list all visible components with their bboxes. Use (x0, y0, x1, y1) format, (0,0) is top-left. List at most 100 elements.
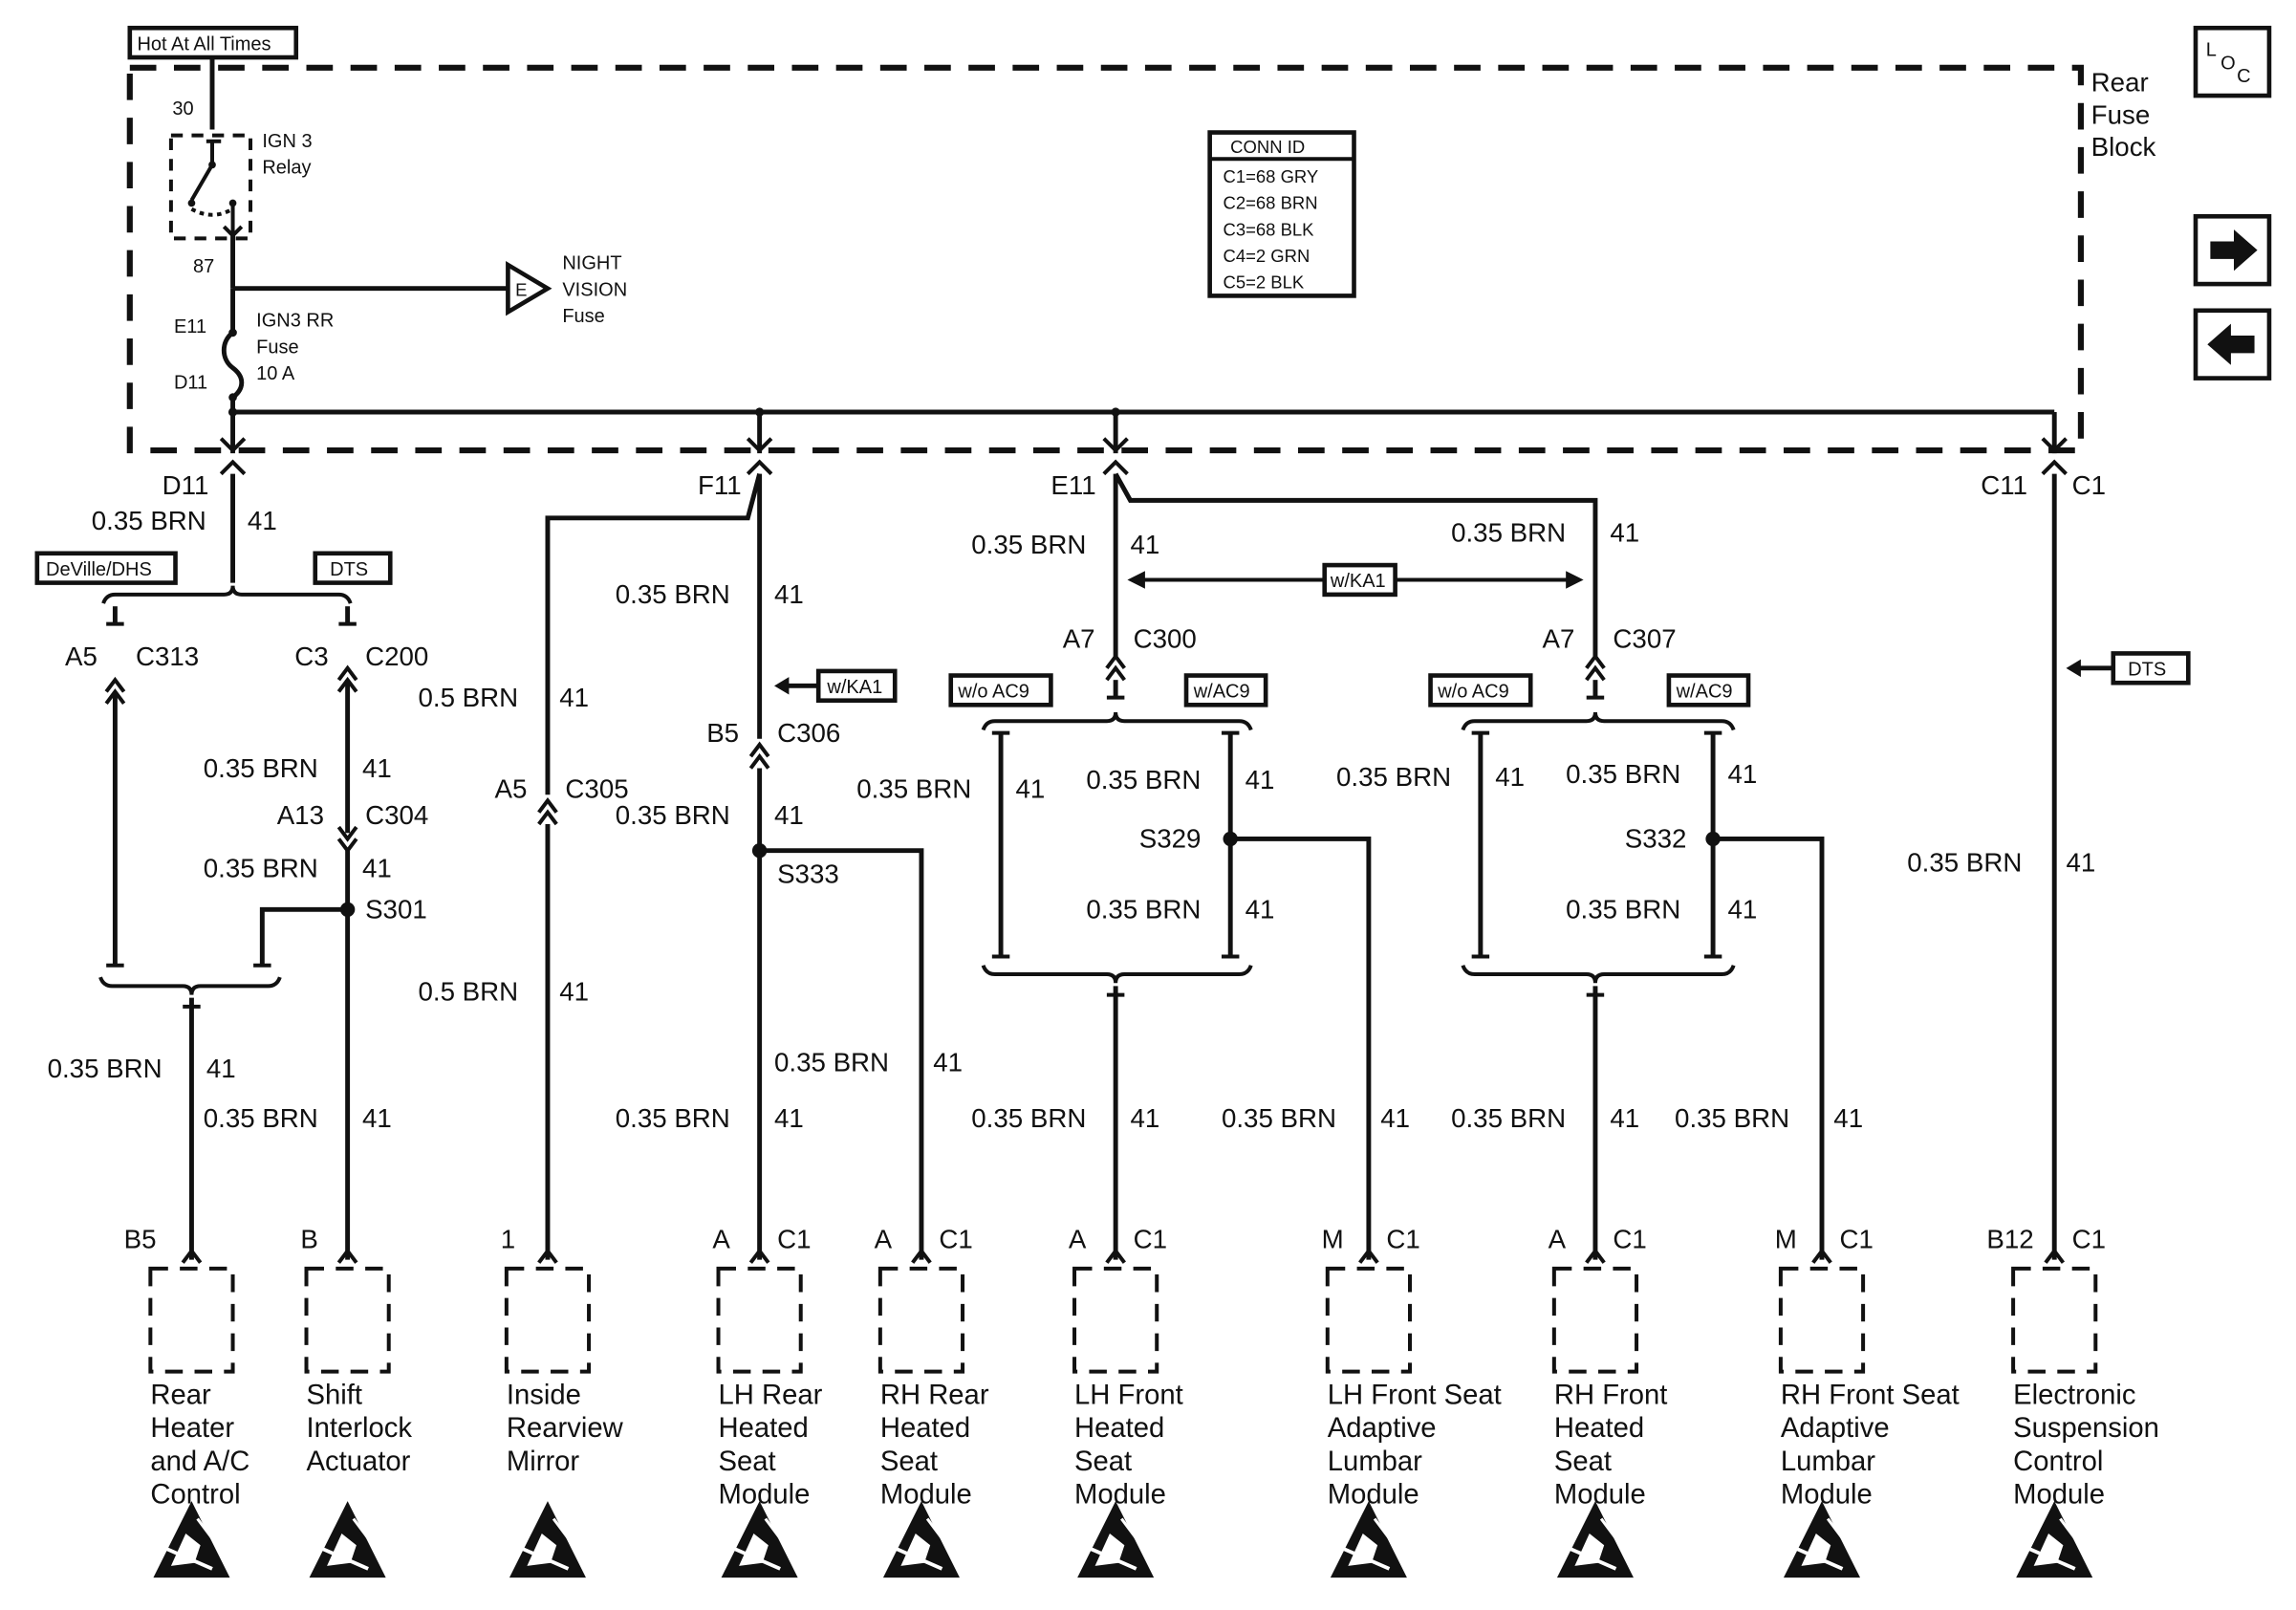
conn-c300: C300 (1134, 623, 1197, 653)
svg-text:w/AC9: w/AC9 (1676, 682, 1733, 703)
night-vision-label-2: VISION (562, 279, 627, 300)
module-pin: B12 (1986, 1224, 2033, 1253)
circuit-label: 41 (774, 1103, 804, 1133)
module-label-line: Lumbar (1781, 1447, 1875, 1477)
module-pin: A (1549, 1224, 1567, 1253)
module-label-line: Heated (880, 1413, 970, 1444)
svg-text:w/o AC9: w/o AC9 (957, 682, 1029, 703)
module-conn: C1 (2072, 1224, 2106, 1253)
module-pin: A (1069, 1224, 1087, 1253)
svg-text:w/o AC9: w/o AC9 (1437, 682, 1508, 703)
output-d11: D11 (162, 470, 209, 500)
deville-option-box: DeVille/DHS (34, 551, 178, 585)
circuit-label: 41 (362, 1103, 392, 1133)
module-label-line: Interlock (307, 1413, 413, 1444)
ign3-relay: 30 IGN 3 Relay 87 (168, 57, 313, 289)
arrow-right-icon[interactable] (2193, 213, 2272, 287)
conn-id-row: C5=2 BLK (1224, 272, 1305, 293)
module-box (1325, 1266, 1412, 1374)
esd-warning-icon (153, 1501, 230, 1578)
module-label-line: Module (1074, 1479, 1166, 1510)
module-label-line: LH Rear (719, 1380, 823, 1410)
wire-label: 0.35 BRN (204, 853, 318, 882)
circuit-label: 41 (774, 800, 804, 830)
circuit-label: 41 (1131, 1103, 1160, 1133)
module-label-line: Lumbar (1328, 1447, 1422, 1477)
svg-text:O: O (2220, 53, 2236, 74)
splice-s329: S329 (1139, 824, 1202, 854)
circuit-label: 41 (559, 977, 589, 1007)
conn-a5-mirror: A5 (495, 773, 528, 803)
woac9-box-right: w/o AC9 (1428, 673, 1533, 707)
esd-warning-icon (1330, 1501, 1407, 1578)
module-label-line: and A/C (150, 1447, 249, 1477)
fuse-block-bus (219, 407, 2068, 476)
woac9-box-left: w/o AC9 (948, 673, 1053, 707)
circuit-label: 41 (1380, 1103, 1410, 1133)
wire-label: 0.35 BRN (1086, 895, 1201, 925)
module-label-line: Module (2013, 1479, 2105, 1510)
circuit-label: 41 (1015, 773, 1045, 803)
svg-text:L: L (2206, 39, 2217, 60)
conn-b5: B5 (706, 718, 739, 748)
module-label-line: RH Front Seat (1781, 1380, 1960, 1410)
circuit-label: 41 (774, 579, 804, 609)
night-vision-branch: E NIGHT VISION Fuse (232, 253, 627, 327)
module-label-line: Seat (880, 1447, 938, 1477)
module-conn: C1 (1839, 1224, 1873, 1253)
module-conn: C1 (1613, 1224, 1646, 1253)
hot-label: Hot At All Times (137, 33, 271, 54)
conn-c304: C304 (365, 800, 428, 830)
module-label-line: RH Rear (880, 1380, 989, 1410)
conn-a5: A5 (65, 642, 97, 671)
esd-warning-icon (1556, 1501, 1634, 1578)
rear-fuse-block-label: Rear Fuse Block (2091, 67, 2156, 162)
module-box (1778, 1266, 1866, 1374)
svg-text:w/AC9: w/AC9 (1193, 682, 1250, 703)
conn-c200: C200 (365, 642, 428, 671)
module-label-line: Heated (719, 1413, 809, 1444)
circuit-label: 41 (1131, 530, 1160, 559)
svg-text:C: C (2237, 66, 2250, 87)
module-label-line: Actuator (307, 1447, 411, 1477)
module-box (504, 1266, 592, 1374)
output-f11: F11 (698, 470, 742, 500)
dts-option-box-right: DTS (2111, 651, 2191, 685)
fuse-label-2: Fuse (256, 337, 298, 358)
wire-label: 0.35 BRN (1336, 762, 1451, 792)
svg-text:DTS: DTS (2128, 660, 2166, 681)
loc-button[interactable]: L O C (2193, 25, 2272, 98)
module-label-line: Module (880, 1479, 972, 1510)
esd-warning-icon (309, 1501, 386, 1578)
module-label-line: Module (719, 1479, 811, 1510)
module-label-line: Heated (1074, 1413, 1164, 1444)
wire-label: 0.35 BRN (1451, 517, 1566, 547)
esd-warning-icon (509, 1501, 586, 1578)
module-label-line: Seat (1554, 1447, 1612, 1477)
module-label-line: Electronic (2013, 1380, 2135, 1410)
esd-warning-icon (1783, 1501, 1861, 1578)
conn-a7-right: A7 (1543, 623, 1575, 653)
splice-s332: S332 (1625, 824, 1687, 854)
module-label-line: Control (150, 1479, 240, 1510)
arrow-left-icon[interactable] (2193, 308, 2272, 381)
circuit-label: 41 (1245, 895, 1275, 925)
circuit-label: 41 (1495, 762, 1525, 792)
module-label-line: Seat (719, 1447, 776, 1477)
output-c1: C1 (2072, 470, 2106, 500)
wire-label: 0.35 BRN (204, 753, 318, 783)
wire-label: 0.35 BRN (1086, 765, 1201, 794)
wac9-box-left: w/AC9 (1183, 673, 1268, 707)
